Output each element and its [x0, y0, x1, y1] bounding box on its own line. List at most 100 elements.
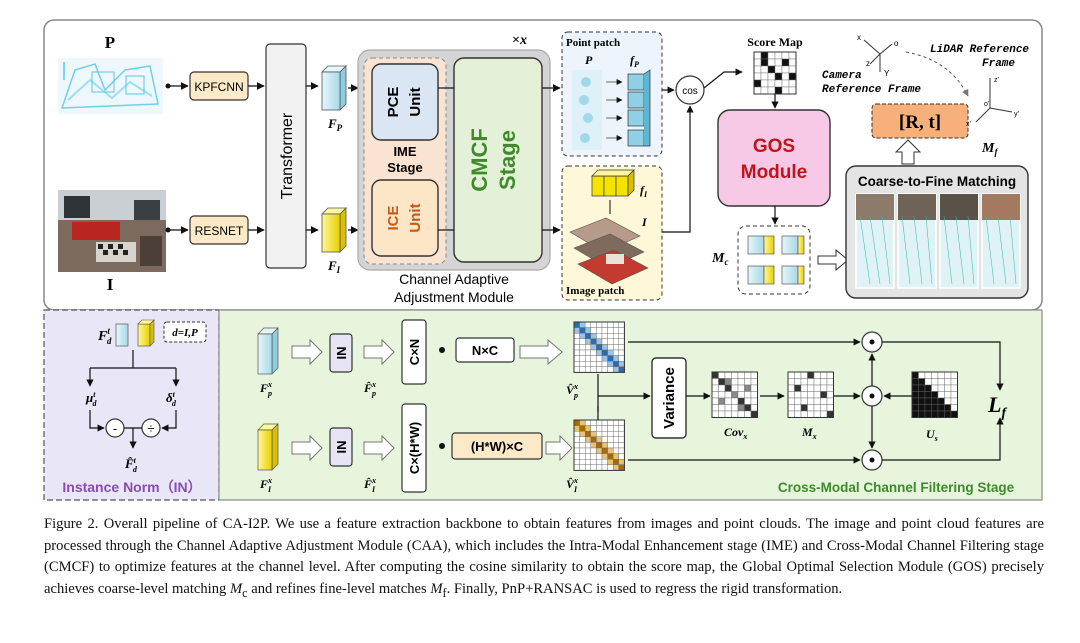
caption-mf-sub: f [442, 585, 447, 600]
mc-cubes [747, 235, 805, 285]
gos-label: GOS [753, 136, 795, 157]
ime-label: IME [393, 144, 416, 159]
hwc-box [451, 432, 543, 460]
camera-frame-label-1: Camera [822, 70, 862, 82]
cmcf-stage-label: Stage [495, 130, 520, 190]
ip-fi-label: fI [640, 183, 648, 199]
lidar-frame-axes [975, 78, 1013, 123]
in-input-cubes [115, 319, 155, 347]
camera-frame-label-2: Reference Frame [822, 84, 921, 96]
camera-image [58, 190, 166, 272]
gos-module [717, 109, 831, 207]
axis-o2-label: o' [984, 101, 989, 108]
vix-matrix [573, 419, 625, 471]
variance-label: Variance [661, 367, 678, 429]
covx-matrix [711, 371, 758, 418]
matmul-dot-top [439, 347, 445, 353]
in-box-top-label: IN [334, 347, 349, 360]
in-box-bottom [329, 427, 353, 467]
d-ip-box [163, 321, 207, 343]
cmcf-stage-box [453, 57, 543, 263]
pce-unit-label: Unit [407, 87, 424, 116]
times-x-label: ×x [512, 33, 527, 48]
rt-label: [R, t] [899, 112, 941, 133]
point-patch-rows [572, 69, 651, 150]
axis-z-label: z [866, 59, 870, 68]
fix-cube [257, 423, 279, 471]
in-box-top [329, 333, 353, 373]
caption-mf: M [430, 580, 443, 597]
caption-mc-sub: c [242, 585, 248, 600]
axis-x2-label: x' [966, 121, 971, 128]
point-cloud-image [58, 58, 163, 114]
gos-module-label: Module [741, 162, 808, 183]
rt-box [871, 103, 969, 139]
caption-line-2: point cloud features are processed throu… [44, 516, 1044, 554]
transformer-box [265, 43, 307, 269]
divide-label: ÷ [147, 421, 154, 436]
matmul-dot-bottom [439, 443, 445, 449]
lidar-frame-label-2: Frame [982, 58, 1015, 70]
arrow-nxc-vpx [519, 338, 563, 366]
mf-label: Mf [981, 141, 998, 157]
fp-feature-cube [321, 65, 347, 111]
caa-label-2: Adjustment Module [394, 289, 514, 305]
chw-label: C×(H*W) [407, 422, 422, 474]
ime-stage-label: Stage [387, 160, 422, 175]
axis-y2-label: y' [1014, 111, 1019, 118]
caption-line-5a: fine-level matches [319, 580, 431, 597]
in-box-bottom-label: IN [334, 441, 349, 454]
c2f-label: Coarse-to-Fine Matching [858, 174, 1016, 189]
caa-label-1: Channel Adaptive [399, 271, 509, 287]
lidar-frame-label-1: LiDAR Reference [930, 44, 1029, 56]
us-matrix [911, 371, 958, 418]
fi-feature-cube [321, 207, 347, 253]
instance-norm-title: Instance Norm（IN） [62, 479, 201, 495]
nxc-box [455, 337, 515, 363]
cmcf-label: CMCF [467, 128, 492, 192]
c2f-thumbnails [855, 193, 1021, 289]
arrow-in-chw [363, 434, 395, 462]
cmcf-panel-title: Cross-Modal Channel Filtering Stage [778, 480, 1015, 495]
axis-y-label: Y [884, 69, 890, 78]
ip-i-label: I [641, 215, 648, 229]
mc-to-c2f-arrow [817, 248, 849, 272]
mc-label: Mc [711, 251, 728, 267]
arrow-hwc-vix [545, 434, 573, 462]
arrow-in-cxn [363, 338, 395, 366]
axis-z2-label: z' [994, 77, 999, 84]
caption-mc: M [229, 580, 243, 597]
variance-box [651, 357, 687, 439]
nxc-label: N×C [472, 343, 499, 358]
image-patch-stack [569, 217, 649, 285]
kpfcnn-label: KPFCNN [194, 80, 243, 94]
image-patch-label: Image patch [566, 285, 624, 297]
us-label: Us [926, 427, 938, 443]
vpx-matrix [573, 321, 625, 373]
pp-p-label: P [585, 53, 593, 67]
score-map-label: Score Map [747, 35, 803, 49]
hwc-label: (H*W)×C [471, 439, 524, 454]
c2f-to-rt-arrow [894, 139, 922, 165]
pce-label: PCE [385, 87, 402, 118]
cos-label: cos [682, 86, 698, 97]
ice-unit [371, 179, 439, 257]
ice-label: ICE [385, 205, 402, 230]
fpx-cube [257, 327, 279, 375]
caption-line-4b: and refines [247, 580, 316, 597]
caption-line-4a: similarity to obtain the score map, the … [44, 559, 1044, 597]
caption-line-5b: . Finally, PnP+RANSAC is used to regress… [446, 580, 843, 597]
covx-label: Covx [724, 425, 747, 441]
transformer-label: Transformer [279, 112, 296, 199]
caption-line-1: Figure 2. Overall pipeline of CA-I2P. We… [44, 516, 897, 532]
caption-line-3: stage (IME) and Cross-Modal Channel Filt… [44, 537, 1044, 576]
axis-o-label: o [894, 39, 899, 48]
